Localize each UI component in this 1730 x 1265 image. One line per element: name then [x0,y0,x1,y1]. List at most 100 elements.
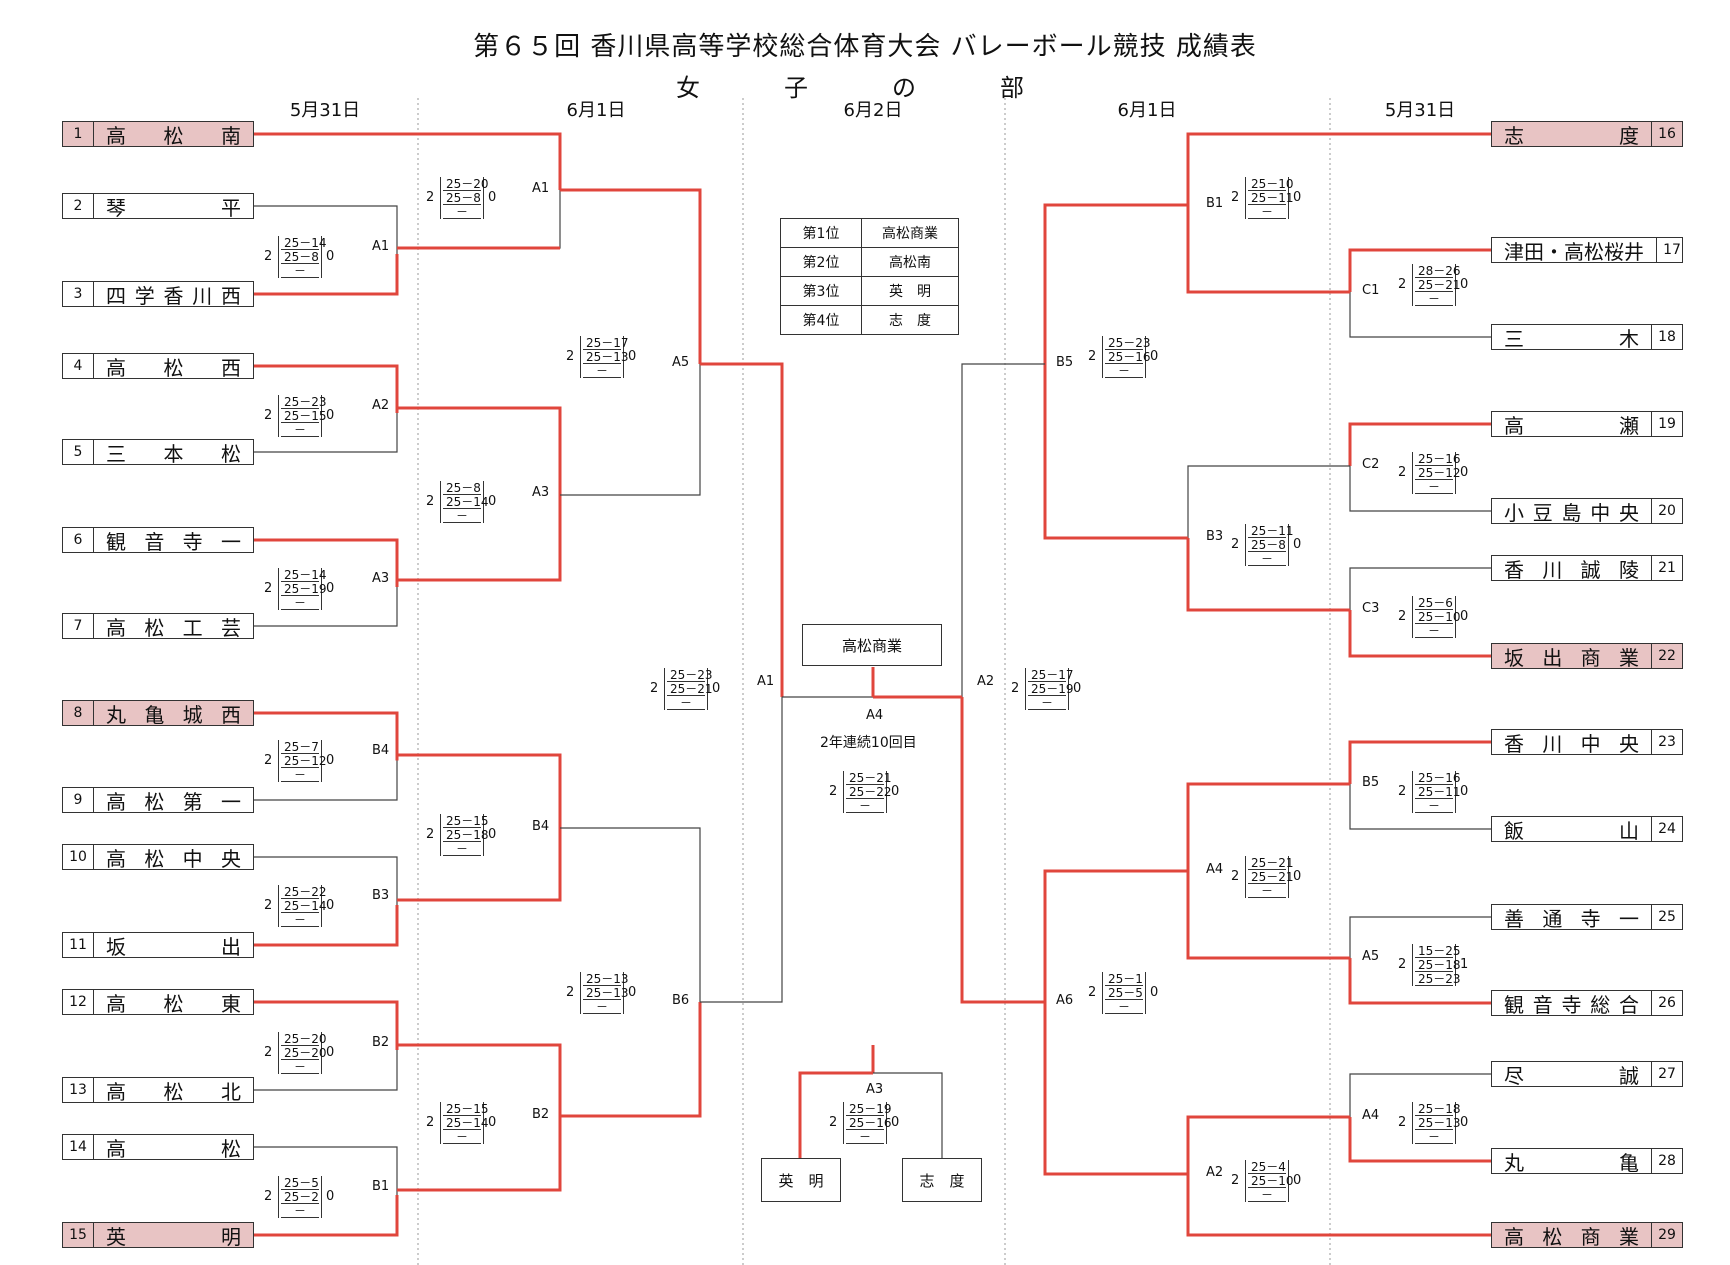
winner-path [1043,203,1188,364]
set-row: － [281,1204,319,1218]
champion-box: 高松商業 [802,624,942,666]
team-number: 2 [63,194,94,218]
match-label: A4 [1362,1108,1380,1123]
sets-won: 2 [1231,190,1240,205]
winner-path [1186,132,1491,205]
set-row: － [583,364,621,378]
team-number: 17 [1656,238,1687,262]
winner-path [397,1116,562,1192]
winner-path [560,1002,702,1118]
rank-place: 第1位 [780,218,862,248]
champion-note: 2年連続10回目 [820,735,917,751]
team-number: 16 [1651,122,1682,146]
winner-path [1043,869,1188,1002]
sets-won: 2 [264,249,273,264]
set-row: － [443,205,481,219]
sets-won: 2 [426,827,435,842]
set-row: 25－14 [281,568,327,582]
team-number: 28 [1651,1149,1682,1173]
team-name: 坂出 [106,934,241,959]
set-row: 25－23 [667,668,713,682]
match-label: C2 [1362,457,1380,472]
third-place-left: 英 明 [761,1158,841,1202]
sets-won: 2 [829,1115,838,1130]
sets-won: 2 [264,753,273,768]
set-row: － [281,913,319,927]
sets-won: 2 [1231,869,1240,884]
match-label: C3 [1362,601,1380,616]
sets-won: 2 [566,985,575,1000]
set-row: － [1415,1130,1453,1144]
sets-lost: 0 [326,1189,335,1204]
bracket-path [254,413,398,453]
set-row: － [1248,205,1286,219]
set-row: － [443,1130,481,1144]
winner-path [1348,740,1491,784]
match-label: A1 [532,181,550,196]
set-row: 25－18 [1415,958,1461,972]
match-label: A5 [1362,949,1380,964]
winner-path [254,254,399,296]
team-number: 5 [63,440,94,464]
sets-won: 2 [1398,957,1407,972]
match-label: B5 [1056,355,1074,370]
match-label: A5 [672,355,690,370]
set-row: 25－10 [1248,1174,1294,1188]
sets-lost: 0 [326,753,335,768]
sets-won: 2 [1398,277,1407,292]
team-name: 香川誠陵 [1504,557,1639,582]
winner-path [397,753,562,828]
set-row: 25－11 [1248,524,1294,538]
set-row: 25－11 [1415,785,1461,799]
sets-won: 2 [1398,1115,1407,1130]
set-row: 25－10 [1415,610,1461,624]
set-row: 25－21 [1248,856,1294,870]
sets-lost: 0 [326,408,335,423]
team-name: 高松西 [106,355,241,380]
rank-school: 高松南 [861,247,959,277]
team-name: 高松商業 [1504,1224,1639,1249]
sets-won: 2 [264,1189,273,1204]
team-number: 9 [63,788,94,812]
sets-won: 2 [264,581,273,596]
sets-lost: 0 [326,898,335,913]
team-name: 琴平 [106,195,241,220]
date-header: 6月1日 [1117,100,1177,121]
winner-path [1186,538,1350,612]
set-row: 25－15 [443,814,489,828]
match-label: B2 [532,1107,550,1122]
team-number: 24 [1651,817,1682,841]
team-number: 20 [1651,499,1682,523]
sets-won: 2 [829,784,838,799]
match-label: A1 [372,239,390,254]
set-row: 25－8 [1248,538,1286,552]
set-row: － [1415,292,1453,306]
team-number: 21 [1651,556,1682,580]
team-name: 坂出商業 [1504,645,1639,670]
set-row: 25－16 [846,1116,892,1130]
winner-path [254,364,399,413]
set-row: 25－23 [1415,972,1461,986]
sets-lost: 1 [1460,957,1469,972]
team-number: 27 [1651,1062,1682,1086]
